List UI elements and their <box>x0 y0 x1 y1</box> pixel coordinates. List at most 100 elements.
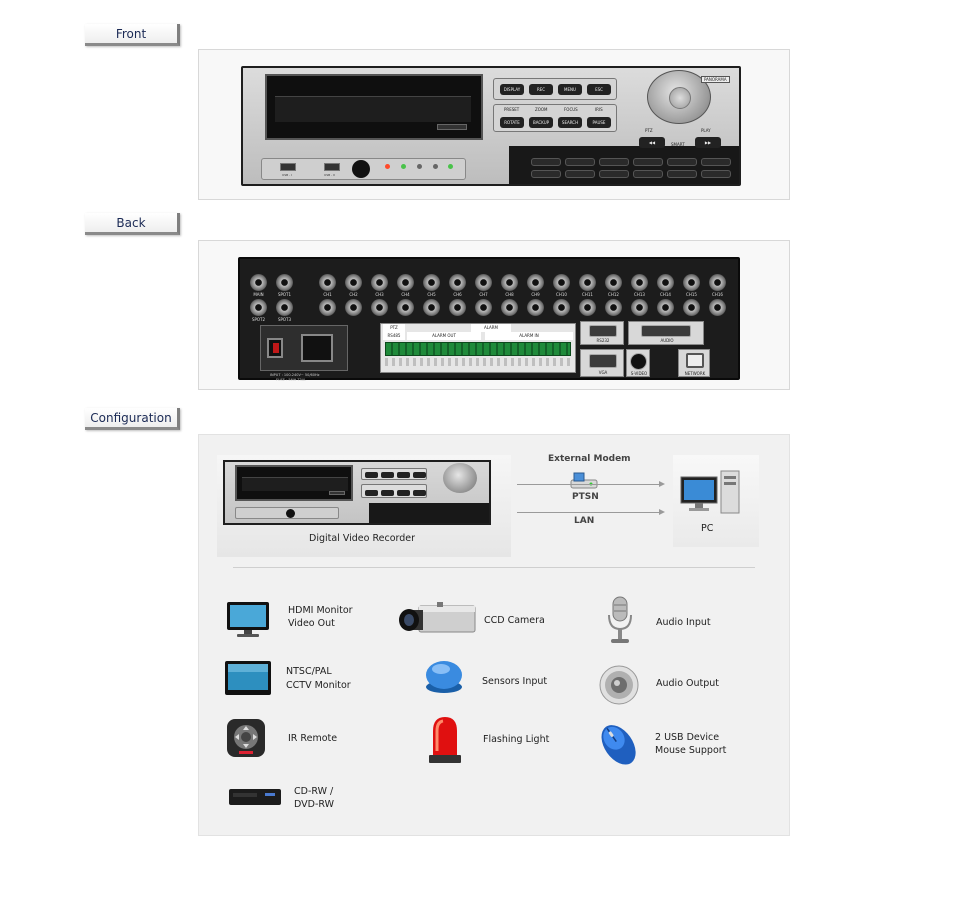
key-8[interactable] <box>565 170 595 178</box>
tab-back[interactable]: Back <box>85 213 180 235</box>
svideo-label: S-VIDEO <box>630 371 648 376</box>
rewind-button[interactable]: ◀◀ <box>639 137 665 148</box>
display-button[interactable]: DISPLAY <box>500 84 524 95</box>
key-f[interactable] <box>701 170 731 178</box>
bnc-out-ch16[interactable] <box>709 299 726 316</box>
front-button-group-top: DISPLAY REC MENU ESC <box>493 78 617 100</box>
bnc-ch3[interactable] <box>371 274 388 291</box>
bnc-out-ch3[interactable] <box>371 299 388 316</box>
tab-configuration[interactable]: Configuration <box>85 408 180 430</box>
focus-label: FOCUS <box>564 107 578 112</box>
bnc-spot2[interactable] <box>250 299 267 316</box>
ptsn-label: PTSN <box>572 492 599 502</box>
pause-button[interactable]: PAUSE <box>587 117 611 128</box>
bnc-ch15[interactable] <box>683 274 700 291</box>
bnc-ch16[interactable] <box>709 274 726 291</box>
power-switch[interactable] <box>267 338 283 358</box>
bnc-out-ch8[interactable] <box>501 299 518 316</box>
bnc-out-ch5[interactable] <box>423 299 440 316</box>
bnc-out-ch15[interactable] <box>683 299 700 316</box>
key-0[interactable] <box>633 170 663 178</box>
label-ch8: CH8 <box>505 292 514 297</box>
pc-icon <box>680 470 740 514</box>
bnc-out-ch12[interactable] <box>605 299 622 316</box>
disc-tray <box>265 74 483 140</box>
key-10plus[interactable] <box>667 170 697 178</box>
forward-button[interactable]: ▶▶ <box>695 137 721 148</box>
hdmi-monitor-icon <box>227 602 269 637</box>
configuration-panel: Digital Video Recorder External Modem PT… <box>198 434 790 836</box>
bnc-ch2[interactable] <box>345 274 362 291</box>
direction-pad[interactable] <box>647 70 711 124</box>
key-5[interactable] <box>667 158 697 166</box>
audio-port[interactable] <box>641 325 691 337</box>
flashing-light-label: Flashing Light <box>483 734 550 745</box>
bnc-ch11[interactable] <box>579 274 596 291</box>
network-port[interactable] <box>686 353 704 368</box>
cctv-monitor-line1: NTSC/PAL <box>286 666 332 677</box>
ir-remote-icon <box>227 719 265 757</box>
tab-front[interactable]: Front <box>85 24 180 46</box>
usb-port-2[interactable] <box>324 163 340 171</box>
label-ch9: CH9 <box>531 292 540 297</box>
key-2[interactable] <box>565 158 595 166</box>
svideo-port-area: S-VIDEO <box>626 349 650 377</box>
bnc-main[interactable] <box>250 274 267 291</box>
bnc-ch7[interactable] <box>475 274 492 291</box>
key-4[interactable] <box>633 158 663 166</box>
bnc-out-ch11[interactable] <box>579 299 596 316</box>
vga-port[interactable] <box>589 354 617 368</box>
bnc-spot1[interactable] <box>276 274 293 291</box>
svideo-port[interactable] <box>630 353 647 370</box>
terminal-screws[interactable] <box>385 342 571 356</box>
bnc-out-ch13[interactable] <box>631 299 648 316</box>
rs232-port[interactable] <box>589 325 617 337</box>
backup-button[interactable]: BACKUP <box>529 117 553 128</box>
bnc-ch4[interactable] <box>397 274 414 291</box>
rotate-button[interactable]: ROTATE <box>500 117 524 128</box>
bnc-out-ch2[interactable] <box>345 299 362 316</box>
rec-button[interactable]: REC <box>529 84 553 95</box>
key-1[interactable] <box>531 158 561 166</box>
esc-button[interactable]: ESC <box>587 84 611 95</box>
bnc-ch1[interactable] <box>319 274 336 291</box>
key-7[interactable] <box>531 170 561 178</box>
bnc-ch10[interactable] <box>553 274 570 291</box>
bnc-spot3[interactable] <box>276 299 293 316</box>
dvr-back-panel: MAIN SPOT1 CH1 CH2 CH3 CH4 CH5 CH6 CH7 C… <box>238 257 740 382</box>
bnc-out-ch9[interactable] <box>527 299 544 316</box>
menu-button[interactable]: MENU <box>558 84 582 95</box>
bnc-out-ch4[interactable] <box>397 299 414 316</box>
audio-input-label: Audio Input <box>656 617 711 628</box>
dvr-thumbnail <box>223 460 491 525</box>
key-6[interactable] <box>701 158 731 166</box>
usb2-label: USB - II <box>324 173 335 177</box>
label-main: MAIN <box>253 292 264 297</box>
bnc-ch5[interactable] <box>423 274 440 291</box>
bnc-out-ch1[interactable] <box>319 299 336 316</box>
bnc-out-ch14[interactable] <box>657 299 674 316</box>
bnc-out-ch6[interactable] <box>449 299 466 316</box>
vga-label: VGA <box>598 370 608 375</box>
bnc-ch6[interactable] <box>449 274 466 291</box>
bnc-ch9[interactable] <box>527 274 544 291</box>
bnc-ch14[interactable] <box>657 274 674 291</box>
key-9[interactable] <box>599 170 629 178</box>
usb-led-bar: USB - I USB - II <box>261 158 466 180</box>
power-socket[interactable] <box>301 334 333 362</box>
network-led <box>417 164 422 169</box>
cd-rw-line1: CD-RW / <box>294 786 334 797</box>
bnc-ch12[interactable] <box>605 274 622 291</box>
search-button[interactable]: SEARCH <box>558 117 582 128</box>
bnc-out-ch7[interactable] <box>475 299 492 316</box>
rs232-label: RS232 <box>596 338 610 343</box>
dvd-drive-icon <box>229 789 281 805</box>
key-3[interactable] <box>599 158 629 166</box>
terminal-pins <box>385 358 571 366</box>
label-ch16: CH16 <box>712 292 723 297</box>
usb-port-1[interactable] <box>280 163 296 171</box>
bnc-ch8[interactable] <box>501 274 518 291</box>
bnc-out-ch10[interactable] <box>553 299 570 316</box>
bnc-ch13[interactable] <box>631 274 648 291</box>
modem-icon <box>570 472 598 489</box>
